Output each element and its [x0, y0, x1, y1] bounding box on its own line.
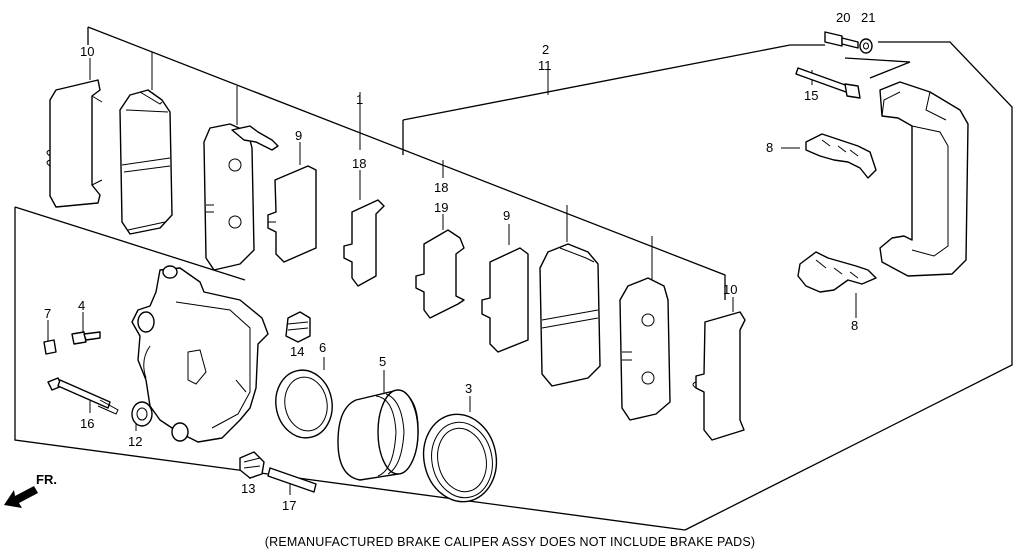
pin-bolt-15 [795, 67, 861, 99]
pad-shim-left [46, 79, 103, 208]
callout-1: 1 [356, 92, 363, 107]
pin-bolt-16 [47, 377, 119, 415]
callout-10-left: 10 [80, 44, 94, 59]
callout-9-left: 9 [295, 128, 302, 143]
callout-14: 14 [290, 344, 304, 359]
bleeder-cap-7 [43, 339, 57, 355]
callout-21: 21 [861, 10, 875, 25]
callout-2: 2 [542, 42, 549, 57]
boot-13 [239, 451, 265, 479]
brake-pad-outer-right [619, 277, 671, 421]
callout-15: 15 [804, 88, 818, 103]
callout-7: 7 [44, 306, 51, 321]
callout-18-left: 18 [352, 156, 366, 171]
pad-shim-19-right [415, 229, 465, 319]
callout-19: 19 [434, 200, 448, 215]
bracket-assy-outline [402, 41, 1013, 531]
callout-6: 6 [319, 340, 326, 355]
front-direction-label: FR. [36, 472, 57, 487]
bolt-20 [824, 31, 859, 49]
callout-4: 4 [78, 298, 85, 313]
pad-shim-18-left [343, 199, 385, 287]
callout-18-right: 18 [434, 180, 448, 195]
front-direction-arrow [4, 486, 38, 508]
pad-shim-9-right [481, 247, 529, 353]
callout-16: 16 [80, 416, 94, 431]
callout-5: 5 [379, 354, 386, 369]
piston-boot-3 [422, 413, 498, 503]
piston-5 [337, 389, 419, 481]
leader-lines [47, 52, 857, 495]
callout-12: 12 [128, 434, 142, 449]
brake-pad-inner-left [203, 123, 279, 271]
callout-20: 20 [836, 10, 850, 25]
pad-shim-10-right [692, 311, 746, 441]
callout-3: 3 [465, 381, 472, 396]
diagram-caption: (REMANUFACTURED BRAKE CALIPER ASSY DOES … [265, 535, 756, 549]
pad-retainer-clip-upper [805, 133, 877, 179]
callout-9-right: 9 [503, 208, 510, 223]
washer-21 [859, 38, 873, 54]
piston-seal-6 [275, 369, 333, 439]
callout-8-upper: 8 [766, 140, 773, 155]
pad-set-outline-top [87, 26, 726, 300]
pad-shim-9-left [267, 165, 317, 263]
callout-11: 11 [538, 58, 552, 73]
pad-retainer-clip-lower [797, 251, 877, 293]
bleeder-screw-4 [71, 331, 101, 345]
caliper-bracket [879, 81, 969, 277]
guide-pin-17 [267, 467, 317, 493]
boot-14 [285, 311, 311, 343]
callout-13: 13 [241, 481, 255, 496]
brake-pad-inner-right [539, 243, 601, 387]
callout-17: 17 [282, 498, 296, 513]
caliper-body [131, 265, 269, 443]
brake-pad-outer-left [119, 89, 173, 235]
callout-10-right: 10 [723, 282, 737, 297]
boot-12 [131, 401, 153, 427]
callout-8-lower: 8 [851, 318, 858, 333]
